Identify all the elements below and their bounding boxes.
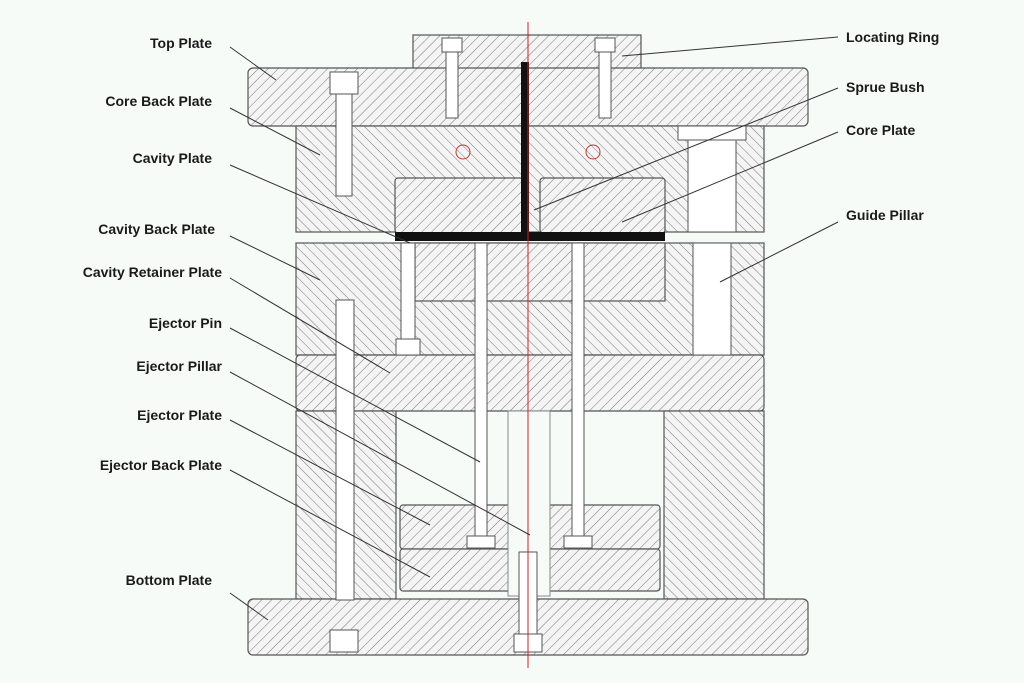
bottom-plate-bolt-left [329,629,359,653]
label-ejector-plate: Ejector Plate [137,407,222,423]
ring-screw-left-shank [445,51,459,119]
ejector-pillar-shape [335,299,355,601]
molded-part-shape [395,232,665,241]
leader-cavity-back-plate [229,235,321,281]
label-cavity-plate: Cavity Plate [133,150,213,166]
leader-guide-pillar [719,221,839,283]
label-ejector-pillar: Ejector Pillar [136,358,222,374]
leader-ejector-pin [229,327,481,463]
core-insert-right-shape [539,177,666,234]
ring-screw-right-shank [598,51,612,119]
guide-pillar-lower [692,242,732,356]
guide-pillar-upper [687,139,737,233]
dowel-right [585,144,601,160]
leader-ejector-pillar [229,371,531,536]
ring-screw-left [441,37,463,53]
label-locating-ring: Locating Ring [846,29,939,45]
ejector-pin-right [571,242,585,539]
label-guide-pillar: Guide Pillar [846,207,924,223]
core-insert-left-shape [394,177,524,234]
guide-bush-shape [677,125,747,141]
leader-cavity-plate [229,164,411,244]
leader-ejector-back-plate [229,469,431,578]
ejector-pin-left-head [466,535,496,549]
cavity-screw-shank [400,242,416,340]
cavity-screw-head [395,338,421,356]
label-cavity-retainer-plate: Cavity Retainer Plate [83,264,222,280]
label-ejector-back-plate: Ejector Back Plate [100,457,222,473]
top-bolt-head [329,71,359,95]
cavity-retainer-plate-shape [295,354,765,412]
dowel-left [455,144,471,160]
top-bolt-shank [335,93,353,197]
label-bottom-plate: Bottom Plate [126,572,213,588]
label-cavity-back-plate: Cavity Back Plate [98,221,215,237]
ring-screw-right [594,37,616,53]
core-back-plate-shape [295,125,765,233]
label-core-plate: Core Plate [846,122,915,138]
label-ejector-pin: Ejector Pin [149,315,222,331]
ejector-pin-left [474,242,488,539]
leader-core-plate [621,131,839,223]
label-sprue-bush: Sprue Bush [846,79,925,95]
leader-top-plate [229,46,277,81]
right-spacer-block-shape [663,410,765,600]
leader-sprue-bush [533,87,839,211]
sprue-bush-shape [521,62,529,238]
leader-ejector-plate [229,419,431,526]
leader-core-back-plate [229,107,321,156]
ejector-pin-right-head [563,535,593,549]
leader-locating-ring [621,36,839,57]
cavity-insert-shape [414,242,666,302]
label-top-plate: Top Plate [150,35,212,51]
leader-cavity-retainer-plate [229,277,391,374]
label-core-back-plate: Core Back Plate [105,93,212,109]
leader-bottom-plate [229,592,269,621]
